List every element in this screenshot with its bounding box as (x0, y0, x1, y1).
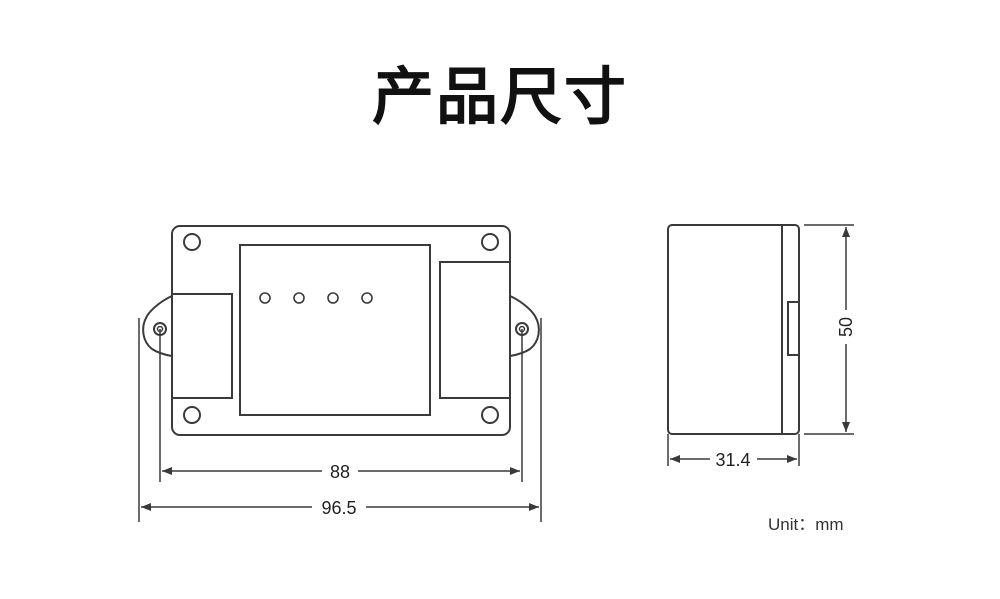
corner-hole-top-right (481, 233, 499, 251)
dimension-label-50: 50 (836, 317, 856, 337)
side-terminal-tab (787, 301, 800, 356)
front-center-panel (239, 244, 431, 416)
side-view (667, 224, 800, 435)
left-terminal-panel (171, 293, 233, 399)
unit-label: Unit：mm (768, 515, 844, 534)
right-terminal-panel (439, 261, 511, 399)
dimension-total-width: 96.5 (141, 498, 539, 518)
front-housing-outline (171, 225, 511, 436)
dimension-hole-spacing: 88 (162, 462, 520, 482)
dimension-label-88: 88 (330, 462, 350, 482)
led-indicator (327, 292, 339, 304)
page-title: 产品尺寸 (371, 60, 628, 133)
corner-hole-bottom-left (183, 406, 201, 424)
corner-hole-bottom-right (481, 406, 499, 424)
front-extension-lines (138, 318, 542, 522)
led-indicator (293, 292, 305, 304)
right-mounting-ear (509, 295, 540, 357)
led-indicator (259, 292, 271, 304)
dimension-label-31-4: 31.4 (715, 450, 750, 470)
left-mounting-ear (142, 295, 173, 357)
dimension-side-height: 50 (836, 227, 856, 432)
side-housing-outline (667, 224, 800, 435)
dimension-label-96-5: 96.5 (321, 498, 356, 518)
led-indicator (361, 292, 373, 304)
dimension-side-depth: 31.4 (670, 450, 797, 470)
side-extension-lines (667, 224, 854, 466)
front-view (142, 225, 540, 436)
corner-hole-top-left (183, 233, 201, 251)
